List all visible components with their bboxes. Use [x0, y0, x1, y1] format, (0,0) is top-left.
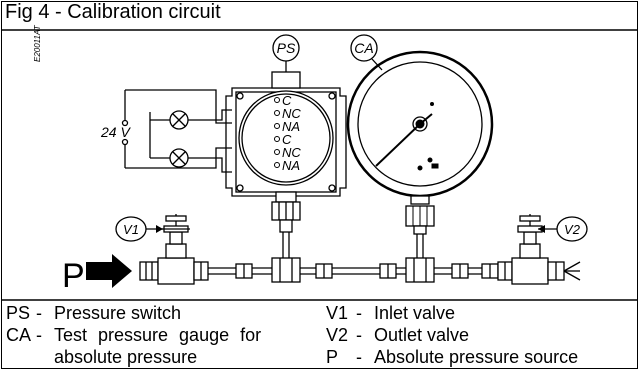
legend-item: CA - Test pressure gauge for: [6, 325, 262, 345]
ca-callout: CA: [350, 34, 383, 71]
outlet-vent-arrow: [563, 261, 581, 281]
pressure-gauge: [346, 50, 494, 235]
legend-item: P - Absolute pressure source: [326, 347, 579, 367]
electrical-circuit: [121, 89, 232, 173]
indicator-lamp-1: [169, 110, 189, 130]
v1-callout: V1: [115, 216, 163, 242]
svg-text:CA: CA: [354, 40, 373, 56]
svg-text:V2: V2: [564, 222, 581, 237]
legend-item: PS - Pressure switch: [6, 303, 182, 323]
inlet-valve: [139, 214, 209, 285]
legend-item: absolute pressure: [54, 347, 198, 367]
v2-callout: V2: [538, 216, 588, 242]
legend-left: PS - Pressure switch CA - Test pressure …: [6, 302, 306, 368]
piping: [206, 232, 500, 283]
drawing-code: E20011AT: [33, 24, 42, 62]
legend-item: V2 - Outlet valve: [326, 325, 470, 345]
supply-voltage-label: 24 V: [100, 124, 131, 140]
figure-title: Fig 4 - Calibration circuit: [5, 1, 221, 23]
switch-terminals: [274, 97, 280, 168]
terminal-label: C: [282, 93, 292, 108]
terminal-label: NC: [282, 145, 301, 160]
ps-callout: PS: [272, 34, 300, 72]
source-flow-arrow: [86, 254, 132, 288]
svg-text:V1: V1: [123, 222, 139, 237]
terminal-label: NC: [282, 106, 301, 121]
svg-text:PS: PS: [277, 40, 296, 56]
indicator-lamp-2: [169, 148, 189, 168]
terminal-label: NA: [282, 158, 300, 173]
legend-right: V1 - Inlet valve V2 - Outlet valve P - A…: [326, 302, 636, 368]
terminal-label: NA: [282, 119, 300, 134]
terminal-label: C: [282, 132, 292, 147]
pressure-switch: [225, 71, 347, 233]
source-letter: P: [62, 257, 85, 295]
legend-item: V1 - Inlet valve: [326, 303, 456, 323]
outlet-valve: [497, 214, 565, 285]
